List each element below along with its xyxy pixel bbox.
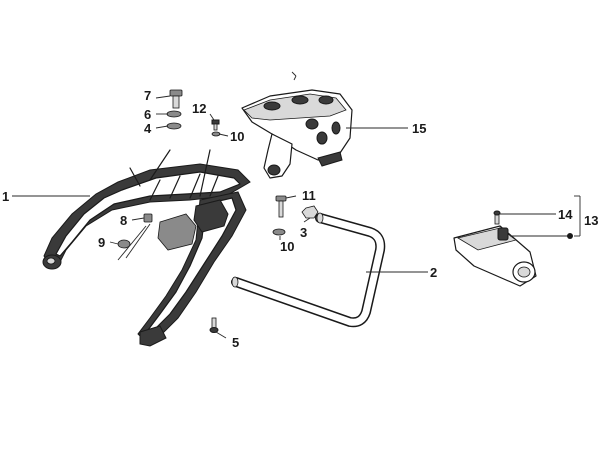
- backrest-pad: [241, 89, 353, 179]
- label-part-14: 14: [558, 207, 573, 222]
- label-part-1: 1: [2, 189, 9, 204]
- label-part-5: 5: [232, 335, 239, 350]
- washer-6: [166, 110, 182, 118]
- label-part-9: 9: [98, 235, 105, 250]
- label-part-8: 8: [120, 213, 127, 228]
- nut-3: [301, 205, 319, 219]
- washer-4: [166, 122, 182, 130]
- rack-frame: [42, 149, 251, 347]
- bolt-7: [169, 89, 183, 109]
- label-part-3: 3: [300, 225, 307, 240]
- screw-5: [209, 317, 219, 333]
- nut-8: [143, 213, 153, 223]
- label-part-11: 11: [302, 188, 316, 203]
- u-tube: [231, 212, 386, 328]
- label-part-15: 15: [412, 121, 426, 136]
- label-part-13: 13: [584, 213, 598, 228]
- label-part-2: 2: [430, 265, 437, 280]
- label-part-10-upper: 10: [230, 129, 244, 144]
- leader-lines: [12, 71, 581, 339]
- washer-9: [117, 239, 131, 249]
- label-part-10-lower: 10: [280, 239, 294, 254]
- screw-12: [211, 119, 220, 131]
- label-part-7: 7: [144, 88, 151, 103]
- label-part-4: 4: [144, 121, 152, 136]
- lock-assembly: [453, 210, 537, 287]
- leader-dot: [567, 233, 573, 239]
- bolt-11: [275, 195, 287, 218]
- label-part-12: 12: [192, 101, 206, 116]
- label-part-6: 6: [144, 107, 151, 122]
- washer-10a: [211, 131, 221, 137]
- washer-10b: [272, 228, 286, 236]
